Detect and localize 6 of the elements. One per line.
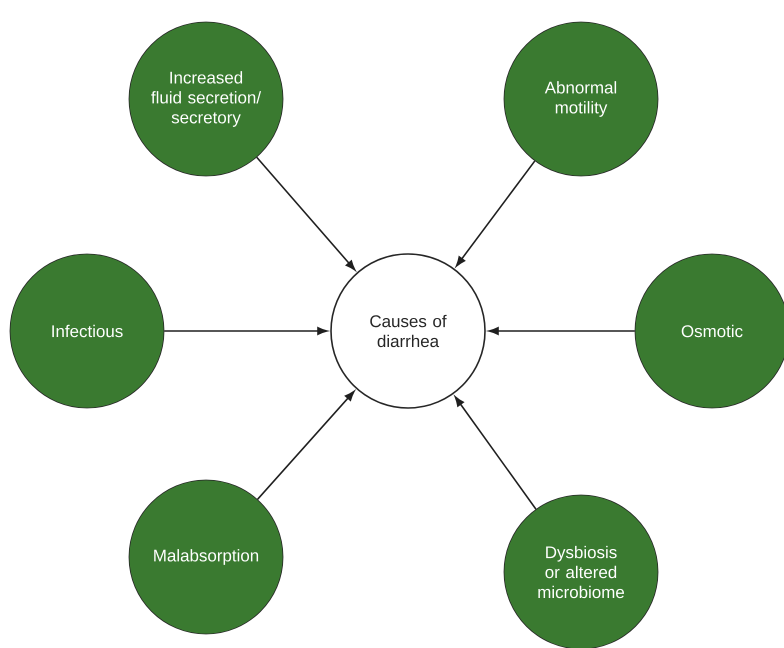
arrow xyxy=(256,156,356,270)
arrow xyxy=(488,327,635,335)
arrow xyxy=(164,327,328,335)
arrow xyxy=(454,396,537,510)
arrow xyxy=(256,390,355,500)
arrow xyxy=(456,160,536,267)
